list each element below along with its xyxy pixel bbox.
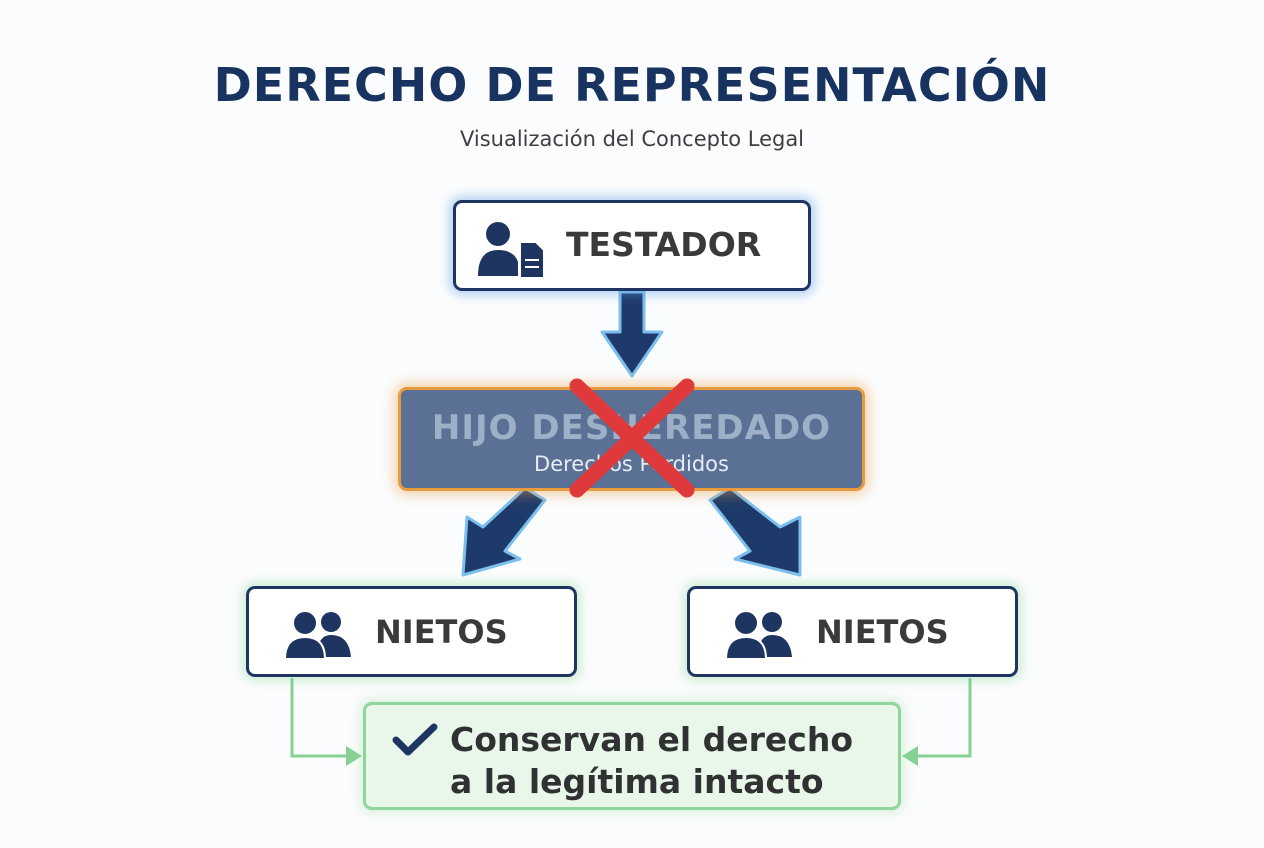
arrow-testador-to-hijo xyxy=(600,290,664,378)
testador-node: TESTADOR xyxy=(453,200,811,291)
nietos-right-node: NIETOS xyxy=(687,586,1018,677)
page-subtitle: Visualización del Concepto Legal xyxy=(459,127,805,151)
connector-nietos-left-to-result xyxy=(290,678,362,766)
result-line-2: a la legítima intacto xyxy=(450,762,824,801)
nietos-left-label: NIETOS xyxy=(375,613,508,651)
page-title: DERECHO DE REPRESENTACIÓN xyxy=(213,58,1051,112)
arrow-hijo-to-nietos-right xyxy=(708,486,802,577)
checkmark-icon xyxy=(392,723,438,756)
arrow-hijo-to-nietos-left xyxy=(461,486,547,577)
person-document-icon xyxy=(478,222,545,279)
connector-nietos-right-to-result xyxy=(902,678,972,766)
nietos-left-node: NIETOS xyxy=(246,586,577,677)
group-icon xyxy=(283,610,351,660)
cross-mark-icon xyxy=(569,378,695,498)
nietos-right-label: NIETOS xyxy=(816,613,949,651)
result-text: Conservan el derecho a la legítima intac… xyxy=(450,719,853,803)
result-line-1: Conservan el derecho xyxy=(450,720,854,759)
result-node: Conservan el derecho a la legítima intac… xyxy=(363,702,901,810)
group-icon xyxy=(724,610,792,660)
testador-label: TESTADOR xyxy=(566,225,762,264)
hijo-sublabel: Derechos Perdidos xyxy=(534,452,729,476)
